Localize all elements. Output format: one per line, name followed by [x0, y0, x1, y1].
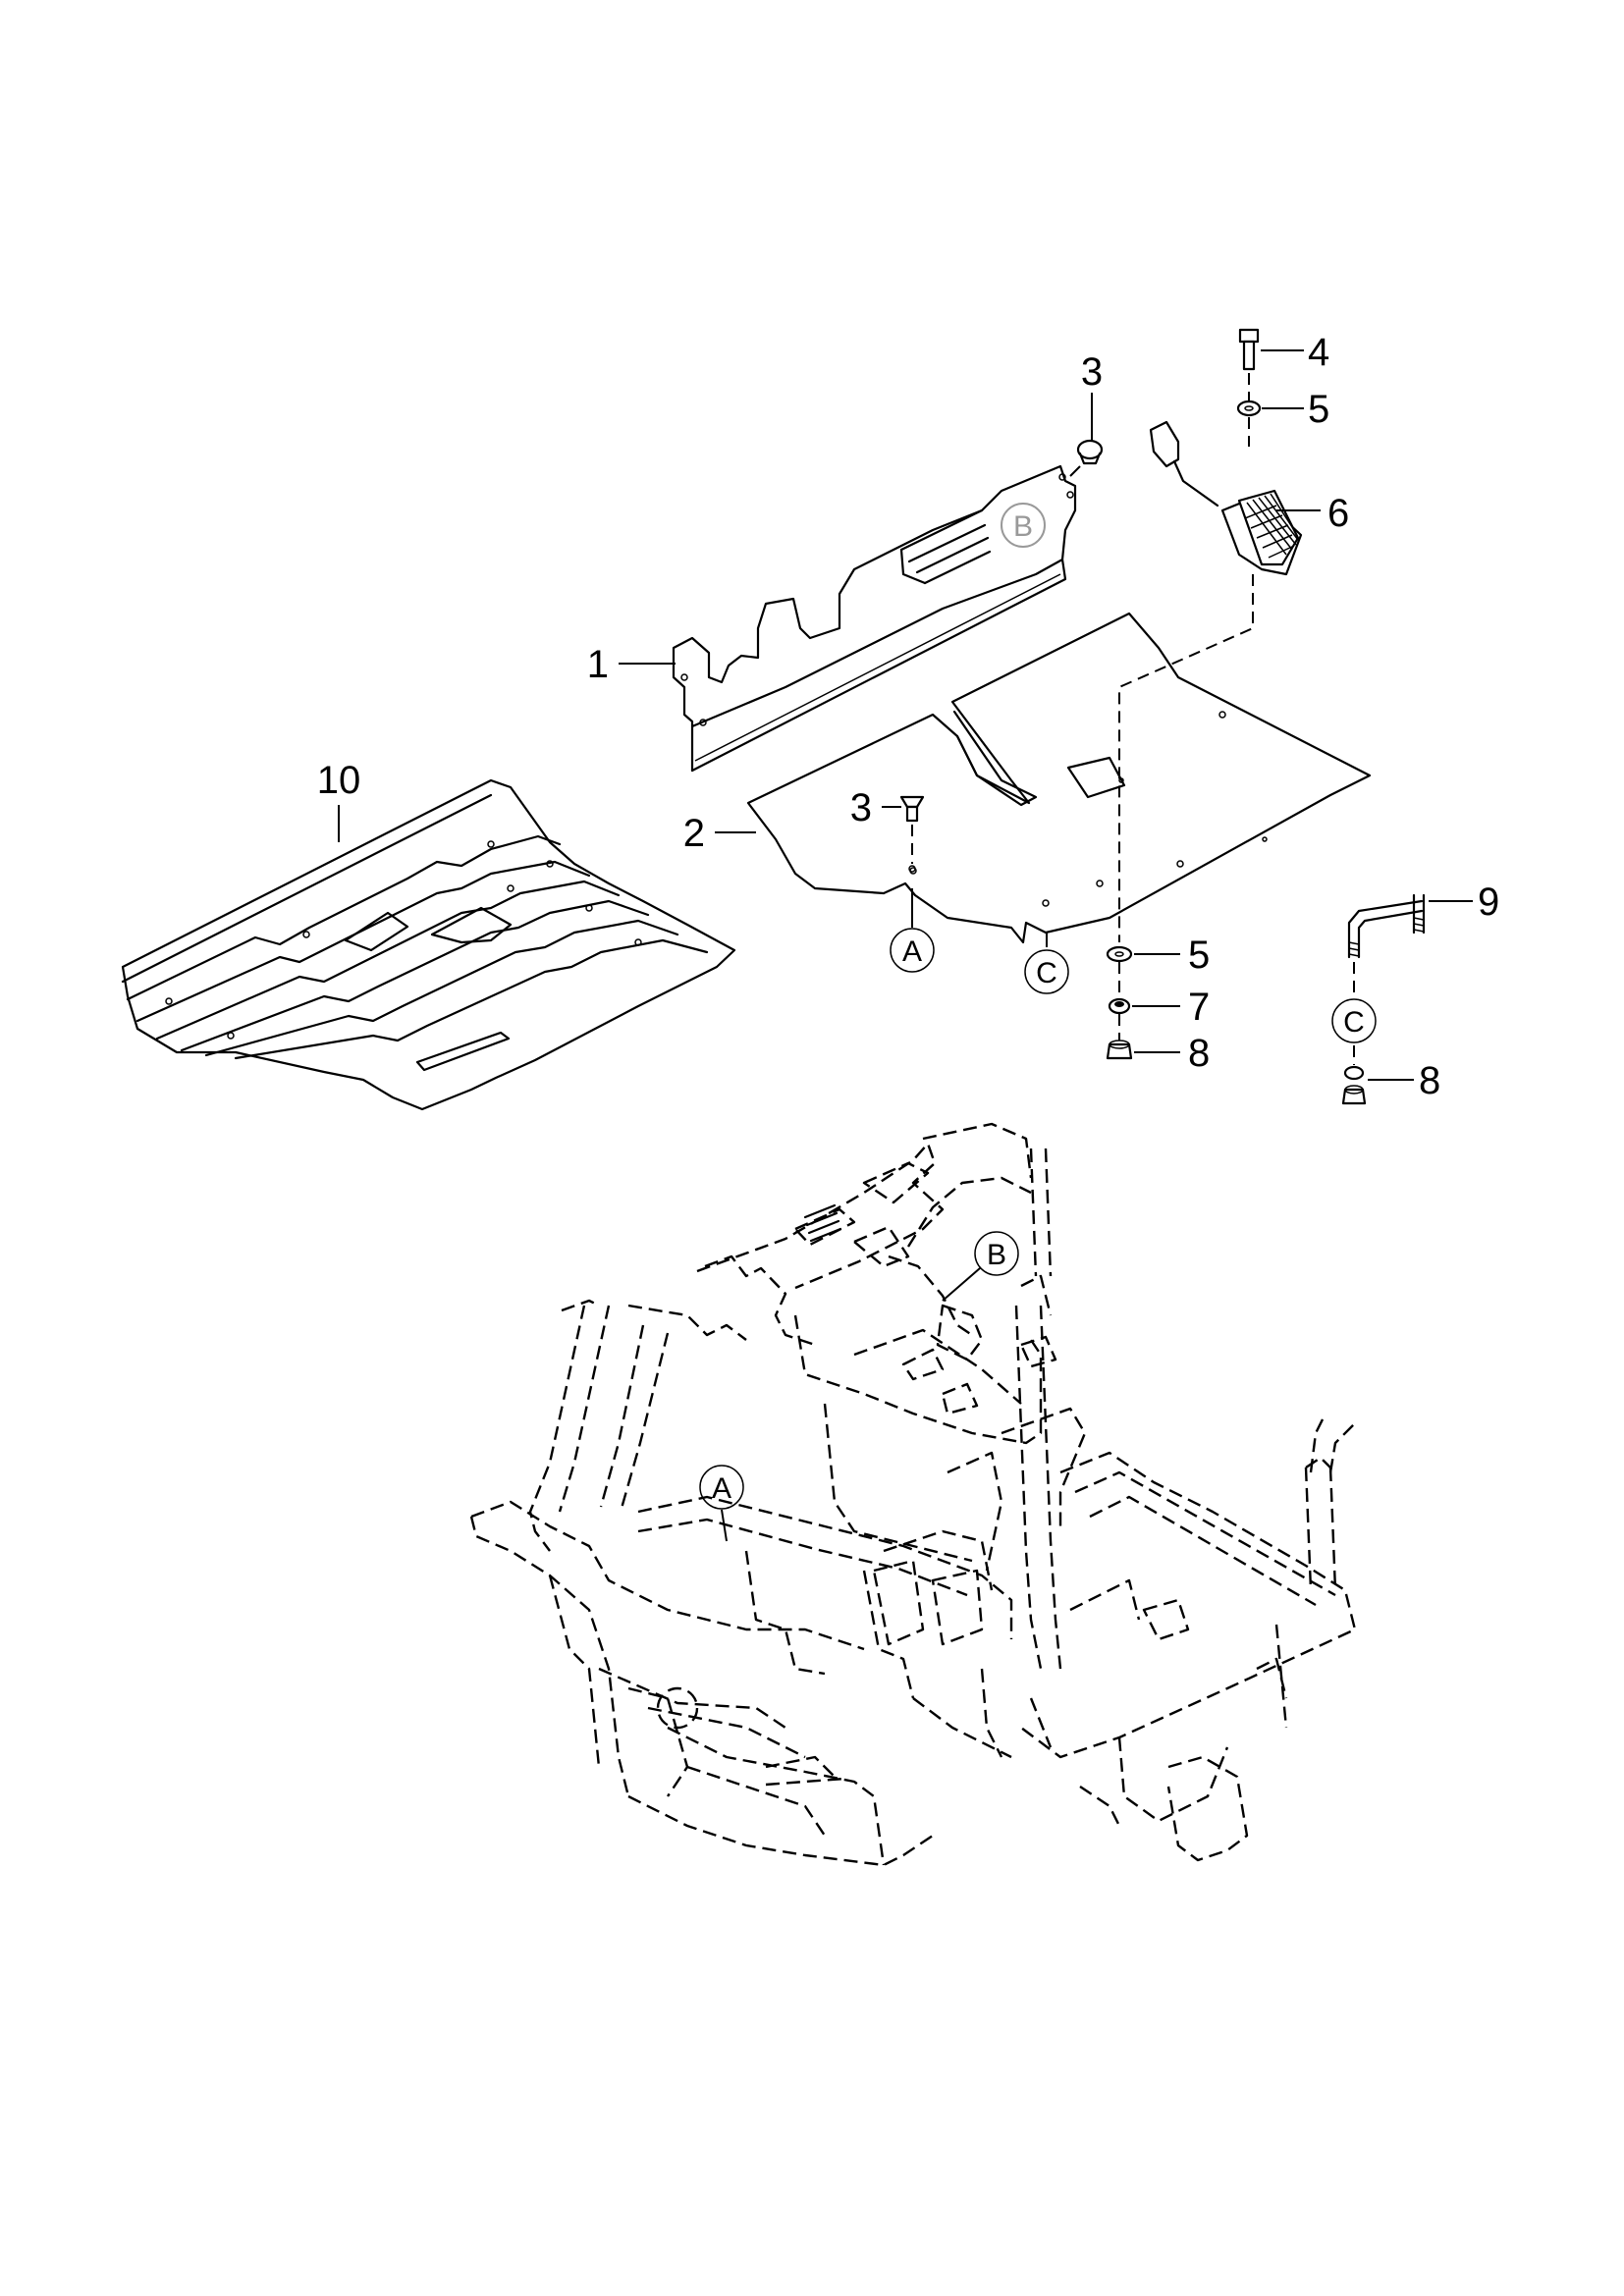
part-2-floor-plate-lower [746, 612, 1372, 944]
ref-c-right: C [1343, 1006, 1365, 1039]
part-5-washer-upper [1236, 373, 1304, 447]
callout-5-lower: 5 [1188, 934, 1210, 977]
callout-4: 4 [1308, 331, 1329, 374]
callout-3-lower: 3 [850, 786, 872, 829]
callout-10: 10 [317, 759, 361, 802]
ref-a-bottom: A [712, 1472, 731, 1505]
callout-6: 6 [1327, 492, 1349, 535]
ref-a-top: A [902, 935, 922, 968]
callout-2: 2 [683, 812, 705, 855]
callout-7: 7 [1188, 986, 1210, 1029]
part-6-accelerator-pedal [1118, 420, 1321, 942]
part-8-nut-right [1341, 1065, 1414, 1105]
callout-1: 1 [587, 643, 609, 686]
callout-3-upper: 3 [1081, 350, 1103, 394]
part-1-floor-plate-upper: B [672, 464, 1077, 773]
callout-9: 9 [1478, 881, 1499, 924]
part-3-fastener-lower [882, 795, 925, 873]
callout-8-lower: 8 [1188, 1032, 1210, 1075]
part-10-floor-mat [121, 778, 736, 1111]
ref-c-callout-top [1024, 933, 1069, 994]
part-9-u-bolt [1347, 893, 1473, 996]
ref-c-callout-right [1331, 998, 1377, 1065]
chassis-frame-assembly [469, 1122, 1357, 1867]
ref-a-callout-top [890, 888, 935, 973]
ref-b-top: B [1013, 510, 1033, 543]
callout-5-upper: 5 [1308, 388, 1329, 431]
callout-8-right: 8 [1419, 1059, 1440, 1102]
ref-b-bottom: B [987, 1239, 1006, 1271]
part-4-bolt [1238, 328, 1304, 371]
ref-c-top: C [1036, 957, 1057, 989]
part-8-nut-lower [1106, 1040, 1180, 1060]
part-5-washer-lower [1106, 945, 1180, 996]
part-7-lock-washer [1108, 997, 1180, 1041]
part-3-fastener-upper [1069, 393, 1104, 477]
ref-a-callout-bottom [699, 1465, 744, 1542]
ref-b-callout-bottom [942, 1231, 1019, 1302]
